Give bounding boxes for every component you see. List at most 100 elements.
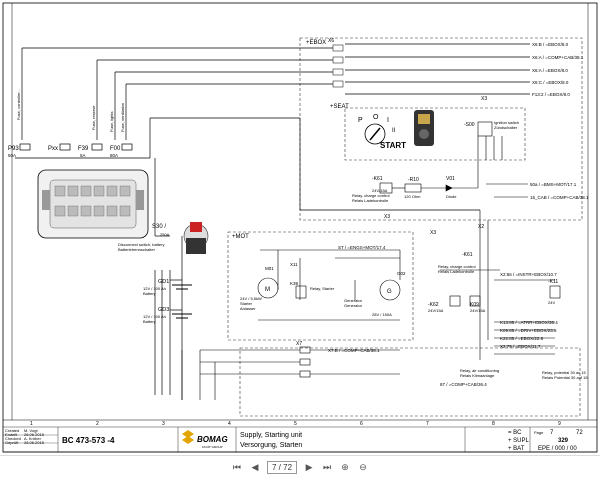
f39-val: 5A [80, 153, 86, 158]
relay-note-3: Relay, air conditioning [460, 368, 499, 373]
k09-val: 24V/15A [470, 308, 486, 313]
page-indicator[interactable]: 7 / 72 [266, 461, 298, 474]
ebox-label: +EBOX [306, 40, 326, 46]
tb-created-by: M. Vogt [24, 428, 38, 433]
logo-text: BOMAG [197, 435, 228, 444]
k09-label: K09 [470, 302, 479, 308]
tb-page-num: 7 [550, 430, 554, 436]
xref-15cab: 15_CAB / =COMP+CAB/38.1 [530, 195, 589, 200]
k39-desc: Relay, Starter [310, 286, 335, 291]
tb-page-label: Page [534, 430, 544, 435]
seat-label: +SEAT [330, 104, 349, 110]
bomag-logo: BOMAG FAYAT GROUP [182, 430, 228, 449]
fuse-label-3: Fuse, lights [109, 112, 114, 132]
ign-start: START [380, 141, 406, 150]
k61-desc1: Relay, charge control [352, 193, 390, 198]
last-page-icon[interactable]: ⏭ [322, 462, 332, 472]
v01-label: V01 [446, 176, 455, 182]
first-page-icon[interactable]: ⏮ [232, 462, 242, 472]
cross-refs-top: X6:B / =EBOX/8.0 X6:A / =COMP+CAB/38.1 X… [532, 42, 584, 97]
xref-x6a-comp: X6:A / =COMP+CAB/38.1 [532, 55, 584, 60]
xref-x7b: X7:B / =COMP+CAB/38.1 [328, 348, 380, 353]
g03-desc2: Battery [143, 319, 156, 324]
g03-desc1: 12V / 100 Ah [143, 314, 166, 319]
f00-val: 80A [110, 153, 118, 158]
xref-x6b: X6:B / =EBOX/8.0 [532, 42, 569, 47]
g02-symbol: G [387, 289, 392, 295]
schematic-sheet: +EBOX +SEAT +MOT X6 X6:B / =EBOX/8.0 [2, 2, 598, 453]
k61-desc2: Relais Ladekontrolle [352, 198, 389, 203]
m01-label: M01 [265, 266, 274, 271]
mot-region [227, 231, 414, 341]
zoom-in-icon[interactable]: ⊕ [341, 462, 349, 472]
pdf-viewer-toolbar: ⏮ ◀ 7 / 72 ▶ ⏭ ⊕ ⊖ [0, 455, 600, 479]
k62-label: -K62 [428, 302, 439, 308]
r10-val: 120 Ohm [404, 194, 421, 199]
p93-val: 50A [8, 153, 16, 158]
xref-x256: X2:56 / =INSTR+EBOX/10.7 [500, 272, 557, 277]
column-numbers: 1 2 3 4 5 6 7 8 9 [30, 421, 561, 427]
ebox-region [299, 37, 583, 221]
col-9: 9 [558, 421, 561, 427]
col-4: 4 [228, 421, 231, 427]
g02-desc2: Generator [344, 303, 363, 308]
k61b-desc: Relay, charge control [438, 264, 476, 269]
fuse-row: P93 50A Pxx F39 5A F00 80A [8, 146, 121, 158]
seat-region [344, 107, 526, 161]
fuse-label-2: Fuse, reserve [91, 105, 96, 130]
col-5: 5 [294, 421, 297, 427]
col-8: 8 [492, 421, 495, 427]
s30-desc2: Batterietrennschalter [118, 247, 156, 252]
f39-label: F39 [78, 146, 89, 152]
page-total: 72 [283, 463, 293, 472]
cross-refs-right: X2:56 / =INSTR+EBOX/10.7 K13:85 / =ATRR+… [500, 272, 558, 349]
xref-k13: K13:85 / =ATRR+EBOX/36.4 [500, 320, 558, 325]
col-3: 3 [162, 421, 165, 427]
tb-desc-de: Versorgung, Starten [240, 442, 302, 449]
xref-st: ST / =ENGS+MOT/17.4 [338, 245, 386, 250]
ignition-key-image [414, 110, 434, 146]
m01-symbol: M [265, 287, 270, 293]
xref-k09: K09:85 / =DRIV+EBOX/23.5 [500, 328, 557, 333]
relay-region [239, 347, 581, 417]
k11-label: -K11 [548, 279, 558, 285]
battery-box-image [37, 169, 149, 239]
col-7: 7 [426, 421, 429, 427]
p93-label: P93 [8, 146, 19, 152]
schematic-svg: +EBOX +SEAT +MOT X6 X6:B / =EBOX/8.0 [2, 2, 598, 453]
x2-label: X2 [478, 224, 484, 230]
x6-label: X6 [328, 38, 334, 44]
s30-rating: 250A [160, 232, 170, 237]
next-page-icon[interactable]: ▶ [305, 462, 313, 472]
s00-desc1: Ignition switch [494, 120, 519, 125]
ign-p: P [358, 117, 363, 124]
zoom-out-icon[interactable]: ⊖ [359, 462, 367, 472]
tb-desc-en: Supply, Starting unit [240, 432, 302, 439]
col-2: 2 [96, 421, 99, 427]
tb-checked-date: 28.06.2015 [24, 440, 45, 445]
disconnect-switch-image [183, 222, 209, 254]
xref-50a: 50a / =BMS+MOT/17.1 [530, 182, 577, 187]
r10-label: -R10 [408, 177, 419, 183]
page-current: 7 [271, 463, 277, 472]
tb-created-date: 28.06.2015 [24, 432, 45, 437]
g02-label: G02 [397, 271, 406, 276]
x11-label: X11 [290, 262, 298, 267]
mot-wiring [257, 249, 401, 321]
m01-desc3: Anlasser [240, 306, 256, 311]
prev-page-icon[interactable]: ◀ [251, 462, 259, 472]
tb-checked-sub: Geprüft [5, 440, 19, 445]
battery-symbols [172, 284, 192, 319]
relay-note-4: Relais Klimaanlage [460, 373, 495, 378]
xref-f13: F13:2 / =EBOX/8.0 [532, 92, 570, 97]
tb-checked-label: Checked [5, 436, 21, 441]
g01-label: GD1 [158, 279, 169, 285]
fuse-label-4: Fuse, ventilation [120, 103, 125, 132]
relay-notes: Relay, potential 30 as 15 Relais Potenti… [460, 368, 588, 380]
x3-label-top: X3 [481, 96, 487, 102]
g01-desc1: 12V / 100 Ah [143, 286, 166, 291]
relay-note-2: Relais Potential 30 auf 15 [542, 375, 588, 380]
relay-cluster [440, 210, 561, 360]
k61-val: 24V/15A [372, 188, 388, 193]
k61-row [379, 170, 479, 194]
